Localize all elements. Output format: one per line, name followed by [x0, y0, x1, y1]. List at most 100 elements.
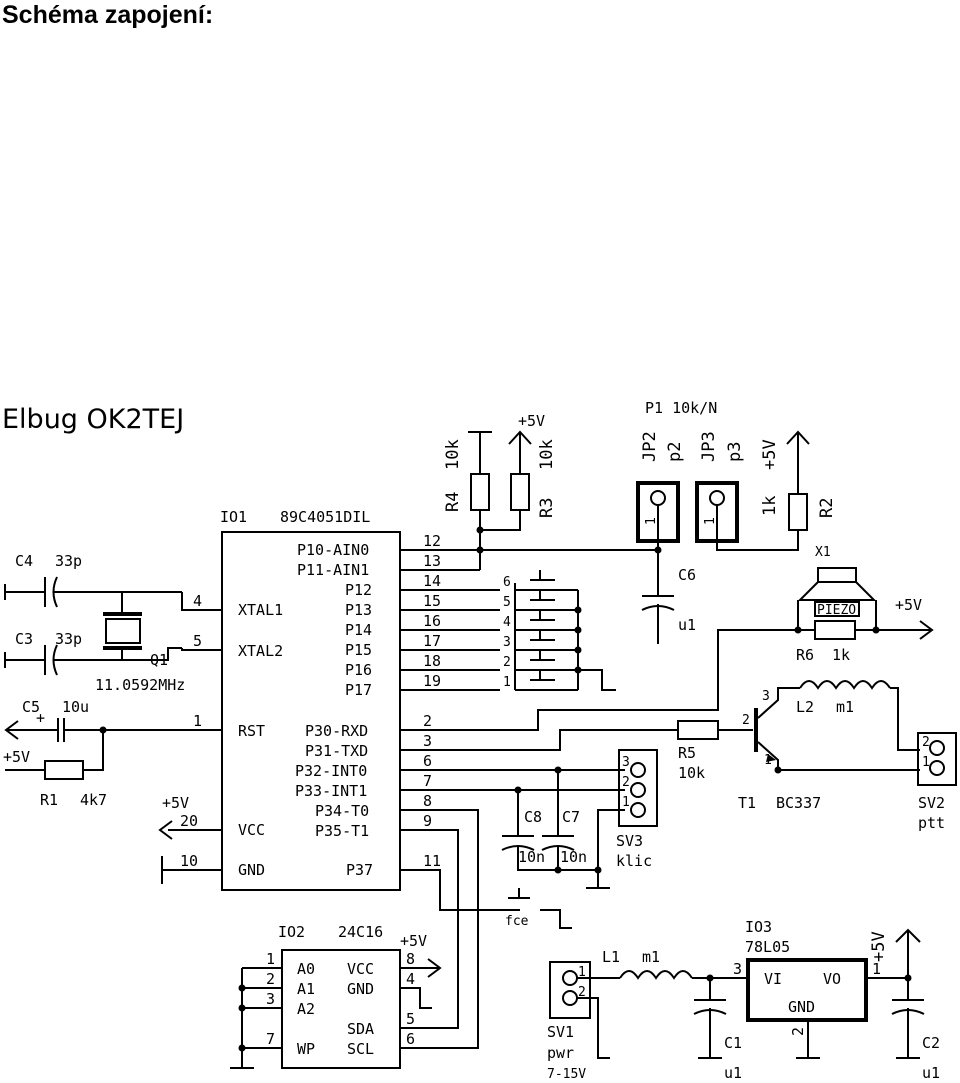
io2-pin-num: 8	[406, 950, 415, 968]
r5-resistor: R5 10k	[677, 720, 753, 782]
q1-crystal: Q1 11.0592MHz	[95, 592, 185, 694]
vcc-supply-label: +5V	[162, 794, 189, 812]
r4-value: 10k	[443, 439, 463, 470]
sv3-connector: 3 2 1 SV3 klic	[597, 749, 658, 870]
io2-part: 24C16	[338, 923, 383, 941]
jp3-jumper: JP3 p3 1	[695, 431, 799, 551]
io1-pin-name: P13	[345, 601, 372, 619]
c3-ref: C3	[15, 630, 33, 648]
q1-value: 11.0592MHz	[95, 676, 185, 694]
c6-ref: C6	[678, 566, 696, 584]
c1-ref: C1	[724, 1034, 742, 1052]
io3-pin-gnd: 2	[789, 1027, 807, 1036]
io3-out: VO	[823, 970, 841, 988]
c2-ref: C2	[922, 1034, 940, 1052]
io1-pin-num: 8	[423, 792, 432, 810]
r2-ref: R2	[817, 498, 837, 518]
sv1-connector: 1 2 SV1 pwr 7-15V	[547, 961, 610, 1082]
x1-label: PIEZO	[817, 603, 856, 618]
io3-pin-in: 3	[733, 960, 742, 978]
fce-label: fce	[505, 914, 529, 929]
r3-supply: +5V	[518, 412, 545, 430]
jp3-ref: JP3	[699, 431, 719, 462]
l2-ref: L2	[796, 698, 814, 716]
c1-capacitor: C1 u1	[693, 978, 742, 1082]
c5-capacitor: + C5 10u	[4, 698, 182, 742]
io1-pin-name: RST	[238, 722, 265, 740]
io2-pin-name: VCC	[347, 960, 374, 978]
r2-resistor: +5V 1k R2	[760, 430, 837, 531]
r4-resistor: R4 10k	[443, 431, 492, 570]
r3-resistor: +5V R3 10k	[480, 412, 557, 531]
x1-piezo: X1 PIEZO +5V R6 1k	[717, 545, 934, 668]
c8-ref: C8	[524, 808, 542, 826]
io2-pin-num: 1	[266, 950, 275, 968]
io2-pin-name: A1	[297, 980, 315, 998]
io1-pin-name: P11-AIN1	[297, 561, 369, 579]
sv1-ref: SV1	[547, 1023, 574, 1041]
io2-pin-name: SCL	[347, 1040, 374, 1058]
c4-capacitor: C4 33p	[4, 552, 182, 608]
io1-pin-num: 19	[423, 672, 441, 690]
t1-ref: T1	[738, 794, 756, 812]
io2-pin-num: 4	[406, 970, 415, 988]
io2-pin-name: WP	[297, 1040, 315, 1058]
switch-num: 5	[503, 595, 511, 610]
io1-pin-num: 11	[423, 852, 441, 870]
io1-part: 89C4051DIL	[280, 508, 370, 526]
io3-in: VI	[764, 970, 782, 988]
switch-num: 3	[503, 635, 511, 650]
r1-ref: R1	[40, 791, 58, 809]
io1-pin-num: 9	[423, 812, 432, 830]
io1-pin-name: P31-TXD	[305, 742, 368, 760]
sv2-pin: 1	[922, 755, 930, 770]
io1-pin-num: 18	[423, 652, 441, 670]
p1-label: P1 10k/N	[645, 399, 717, 417]
c4-value: 33p	[55, 552, 82, 570]
jp2-ref: JP2	[640, 431, 660, 462]
io1-pin-name: P30-RXD	[305, 722, 368, 740]
io1-pin-name: P37	[346, 861, 373, 879]
io3-gnd: GND	[788, 998, 815, 1016]
io1-pin-num: 16	[423, 612, 441, 630]
io1-pin-name: P34-T0	[315, 802, 369, 820]
c6-capacitor: C6 u1	[641, 546, 696, 644]
x1-supply: +5V	[895, 596, 922, 614]
t1-transistor: 2 3 1 T1 BC337	[738, 687, 920, 812]
io1-pin-name: P33-INT1	[295, 782, 367, 800]
io1-pin-name: VCC	[238, 821, 265, 839]
r3-value: 10k	[537, 439, 557, 470]
io2-pin-name: GND	[347, 980, 374, 998]
io2-pin-num: 2	[266, 970, 275, 988]
sv3-pin: 3	[622, 755, 630, 770]
r2-value: 1k	[760, 496, 780, 516]
io2-pin-num: 7	[266, 1030, 275, 1048]
c4-ref: C4	[15, 552, 33, 570]
r2-supply: +5V	[760, 439, 780, 470]
c5-ref: C5	[22, 698, 40, 716]
io2-eeprom: IO2 24C16 +5V 1 2 3 7 A0 A1 A2 WP 8 4 5 …	[230, 923, 442, 1069]
jp2-jumper: JP2 p2 1	[636, 431, 685, 550]
q1-ref: Q1	[150, 651, 168, 669]
sv2-connector: 2 1 SV2 ptt	[917, 732, 957, 832]
c8-capacitor: C8 10n	[501, 786, 598, 871]
io1-pin-num: 4	[193, 592, 202, 610]
l1-ref: L1	[602, 948, 620, 966]
io1-pin-num: 17	[423, 632, 441, 650]
t1-pin-e: 1	[764, 753, 772, 768]
jp2-pin: 1	[644, 517, 659, 525]
io1-pin-name: GND	[238, 861, 265, 879]
io1-pin-num: 2	[423, 712, 432, 730]
io2-pin-name: SDA	[347, 1020, 374, 1038]
c7-capacitor: C7 10n	[541, 766, 610, 889]
c6-value: u1	[678, 616, 696, 634]
l1-inductor: L1 m1	[577, 948, 748, 982]
c2-value: u1	[922, 1064, 940, 1082]
sv1-range: 7-15V	[547, 1067, 586, 1082]
sv3-pin: 1	[622, 795, 630, 810]
io1-vcc-supply: +5V	[158, 794, 189, 840]
io1-pin-name: XTAL1	[238, 601, 283, 619]
io1-ref: IO1	[220, 508, 247, 526]
r6-ref: R6	[796, 646, 814, 664]
r6-value: 1k	[832, 646, 850, 664]
